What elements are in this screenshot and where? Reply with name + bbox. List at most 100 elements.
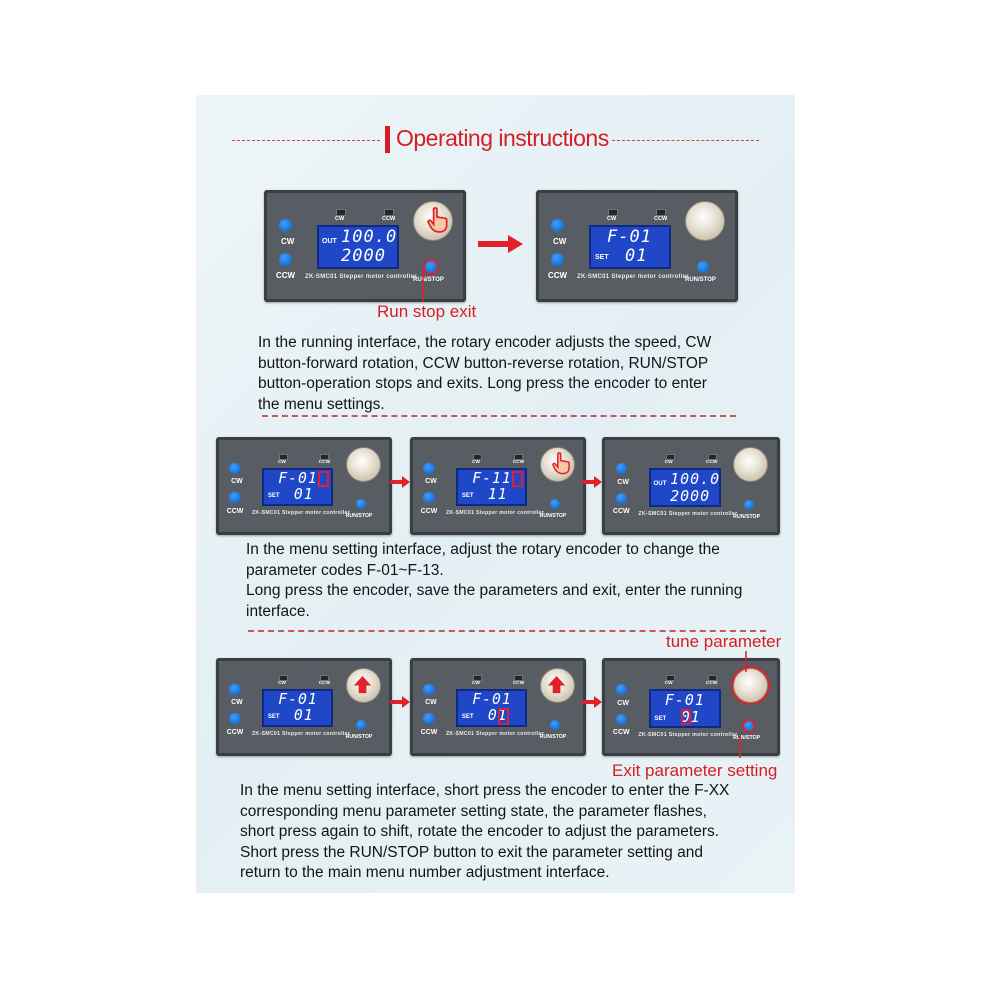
rotary-encoder-knob[interactable]: [345, 446, 381, 482]
ccw-indicator-led: [514, 453, 524, 461]
ccw-indicator-label: CCW: [654, 216, 668, 222]
ccw-indicator-label: CCW: [318, 459, 331, 465]
ccw-indicator-led: [707, 454, 717, 461]
run-stop-label: RUN/STOP: [733, 513, 761, 520]
ccw-indicator-label: CCW: [705, 681, 718, 687]
ccw-button[interactable]: [551, 253, 564, 266]
paragraph-line: interface.: [246, 602, 310, 620]
title-row: Operating instructions: [232, 124, 759, 156]
paragraph-line: corresponding menu parameter setting sta…: [240, 802, 707, 820]
run-stop-button[interactable]: [356, 719, 367, 731]
cw-indicator-led: [278, 674, 288, 682]
cw-label: CW: [231, 699, 243, 707]
ccw-button[interactable]: [423, 713, 435, 725]
ccw-button[interactable]: [279, 253, 292, 266]
cw-indicator-label: CW: [277, 680, 286, 686]
digit-highlight: [512, 471, 523, 488]
ccw-button[interactable]: [423, 492, 435, 504]
ccw-label: CCW: [276, 271, 296, 280]
ccw-label: CCW: [420, 728, 438, 736]
ccw-button[interactable]: [229, 492, 241, 504]
lcd-line-2: 01: [293, 486, 314, 504]
cw-indicator-label: CW: [277, 459, 286, 465]
lcd-line-1: F-01: [664, 691, 705, 710]
lcd-line-2: 01: [487, 707, 508, 725]
section-divider: [248, 630, 766, 632]
cw-indicator-led: [472, 453, 482, 461]
flow-arrow-icon: [390, 476, 410, 488]
ccw-indicator-label: CCW: [382, 216, 396, 222]
run-stop-button[interactable]: [697, 261, 709, 273]
run-stop-label: RUN/STOP: [539, 512, 567, 519]
cw-button[interactable]: [423, 462, 435, 474]
paragraph-line: button-forward rotation, CCW button-reve…: [258, 354, 709, 372]
ccw-indicator-label: CCW: [512, 459, 525, 465]
ccw-indicator-label: CCW: [318, 680, 331, 686]
lcd-line-1: F-11: [472, 469, 512, 487]
set-indicator: SET: [595, 254, 609, 261]
paragraph-line: In the menu setting interface, short pre…: [240, 782, 730, 799]
lcd-line-1: F-01: [472, 690, 512, 708]
run-stop-button[interactable]: [550, 498, 561, 510]
run-stop-label: RUN/STOP: [539, 733, 567, 740]
callout-run-stop-exit: Run stop exit: [377, 302, 477, 321]
cw-button[interactable]: [423, 683, 435, 695]
model-label: ZK-SMC01 Stepper motor controller: [251, 731, 351, 738]
rotary-encoder-knob[interactable]: [733, 447, 769, 483]
ccw-indicator-led: [384, 209, 394, 216]
ccw-button[interactable]: [615, 492, 627, 505]
run-stop-label: RUN/STOP: [345, 733, 373, 740]
run-stop-button[interactable]: [550, 719, 561, 731]
paragraph-line: In the menu setting interface, adjust th…: [246, 541, 720, 558]
flow-arrow-icon: [582, 696, 602, 708]
paragraph-line: the menu settings.: [258, 395, 385, 413]
cw-button[interactable]: [615, 683, 627, 696]
rotary-encoder-knob[interactable]: [685, 201, 725, 241]
digit-highlight: [680, 708, 692, 726]
ccw-indicator-led: [656, 209, 666, 216]
paragraph-line: Short press the RUN/STOP button to exit …: [240, 843, 703, 861]
model-label: ZK-SMC01 Stepper motor controller: [577, 274, 689, 280]
run-stop-button[interactable]: [425, 261, 437, 273]
ccw-indicator-led: [514, 674, 524, 682]
flow-arrow-icon: [478, 235, 523, 253]
digit-highlight: [318, 471, 329, 488]
cw-button[interactable]: [229, 683, 241, 695]
run-stop-button[interactable]: [743, 499, 755, 511]
paragraph-line: button-operation stops and exits. Long p…: [258, 375, 707, 392]
cw-button[interactable]: [615, 462, 627, 475]
lcd-line-2: 2000: [670, 486, 711, 505]
cw-indicator-label: CW: [471, 680, 480, 686]
run-stop-button[interactable]: [743, 720, 755, 732]
model-label: ZK-SMC01 Stepper motor controller: [638, 511, 738, 518]
ccw-button[interactable]: [229, 713, 241, 725]
title-accent-bar: [385, 126, 390, 153]
cw-indicator-led: [665, 675, 675, 682]
cw-indicator-label: CW: [471, 459, 480, 465]
rotary-encoder-knob[interactable]: [733, 668, 769, 704]
press-hand-icon: [427, 207, 448, 233]
cw-button[interactable]: [279, 219, 292, 232]
cw-indicator-label: CW: [664, 460, 673, 466]
lcd-line-1: F-01: [278, 690, 318, 708]
ccw-button[interactable]: [615, 713, 627, 726]
run-stop-button[interactable]: [356, 498, 367, 510]
page-title: Operating instructions: [396, 125, 609, 151]
ccw-label: CCW: [612, 508, 630, 516]
ccw-indicator-label: CCW: [512, 680, 525, 686]
press-arrow-icon: [353, 675, 371, 693]
callout-tune-parameter: tune parameter: [666, 632, 782, 651]
cw-button[interactable]: [551, 219, 564, 232]
model-label: ZK-SMC01 Stepper motor controller: [305, 274, 417, 280]
cw-button[interactable]: [229, 462, 241, 474]
